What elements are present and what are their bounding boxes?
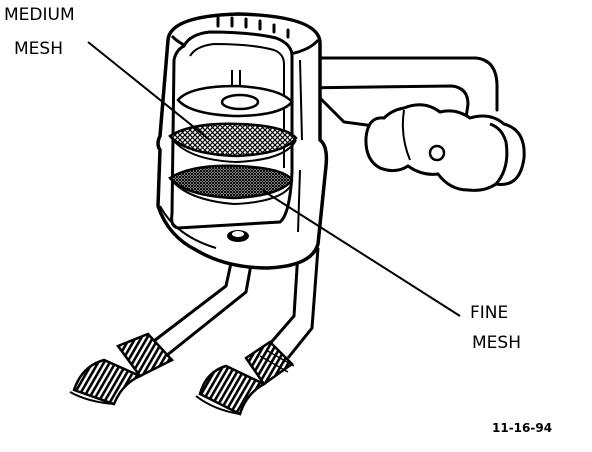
bracket-bolt-hole	[428, 144, 446, 162]
fine-mesh-leader	[261, 189, 461, 317]
figure-code: 11-16-94	[492, 421, 552, 435]
outlet-pipe	[296, 56, 499, 128]
fine-mesh-label-line2: MESH	[472, 333, 521, 353]
fine-mesh-screen	[168, 164, 294, 206]
fine-mesh-label-line1: FINE	[470, 303, 508, 323]
right-hose	[195, 247, 320, 416]
medium-mesh-leader	[87, 41, 211, 141]
medium-mesh-screen	[168, 122, 298, 164]
medium-mesh-label-line1: MEDIUM	[4, 5, 75, 25]
pump-bracket	[364, 103, 526, 192]
strainer-canister	[156, 12, 329, 270]
medium-mesh-label-line2: MESH	[14, 39, 63, 59]
